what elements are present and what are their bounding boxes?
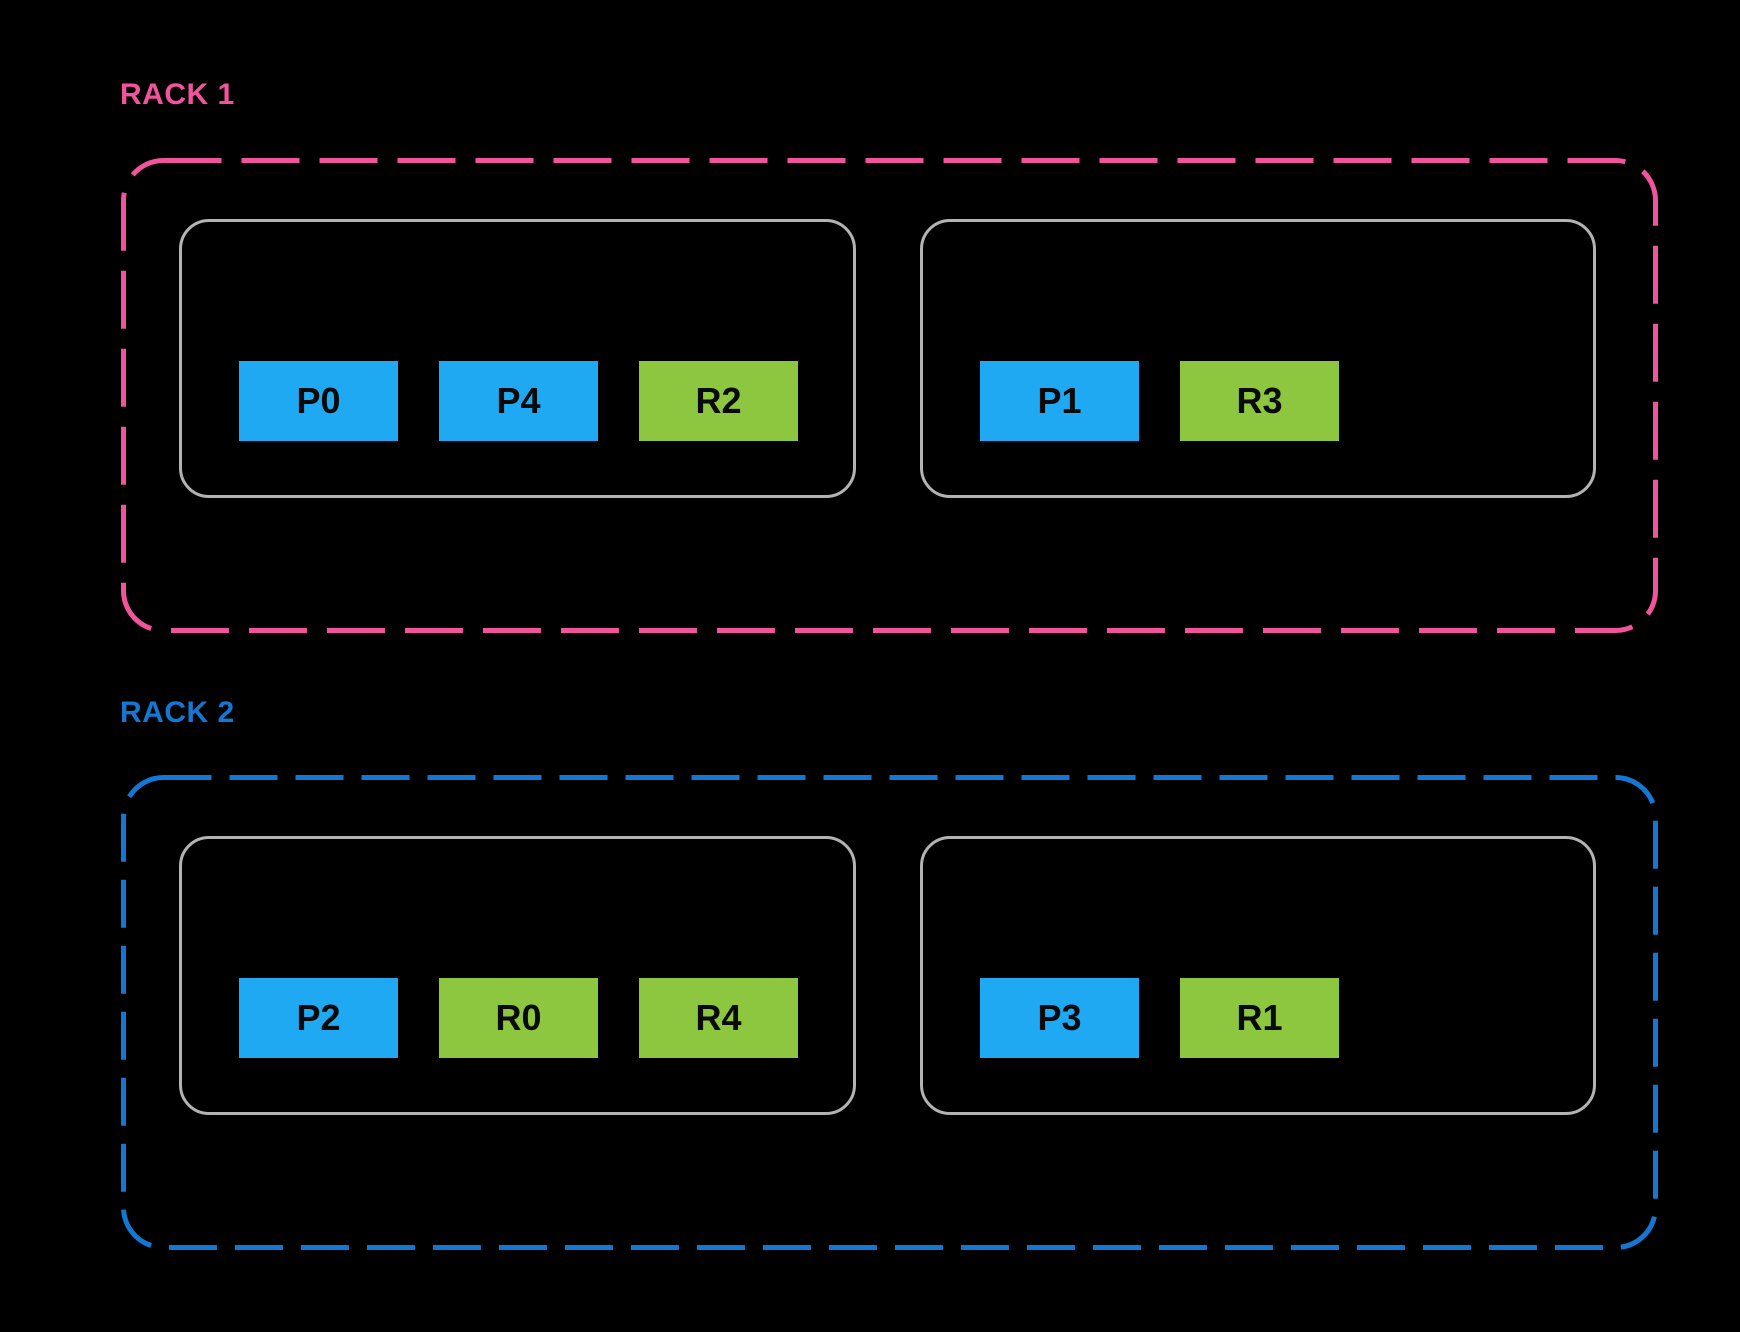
block-p3-label: P3: [1037, 997, 1082, 1038]
rack-1-node-1: P0 P4 R2: [179, 219, 856, 498]
block-r4: R4: [639, 978, 798, 1058]
rack-1-node-2-blocks: P1 R3: [980, 361, 1339, 441]
block-p1-label: P1: [1037, 380, 1082, 421]
rack-2-dashed-rect: [121, 775, 1658, 1250]
block-r1-label: R1: [1236, 997, 1283, 1038]
rack-1-node-1-blocks: P0 P4 R2: [239, 361, 798, 441]
block-r3: R3: [1180, 361, 1339, 441]
rack-2-node-2-blocks: P3 R1: [980, 978, 1339, 1058]
rack-1-dashed-rect: [121, 158, 1658, 633]
block-r4-label: R4: [695, 997, 742, 1038]
rack-2-node-1: P2 R0 R4: [179, 836, 856, 1115]
block-p0: P0: [239, 361, 398, 441]
block-r2-label: R2: [695, 380, 742, 421]
rack-2-node-2: P3 R1: [920, 836, 1596, 1115]
rack-1-dashed-border: [121, 158, 1658, 633]
block-p1: P1: [980, 361, 1139, 441]
block-p3: P3: [980, 978, 1139, 1058]
block-p4: P4: [439, 361, 598, 441]
rack-2-label: RACK 2: [120, 696, 235, 729]
rack-1-node-2: P1 R3: [920, 219, 1596, 498]
rack-2-node-1-blocks: P2 R0 R4: [239, 978, 798, 1058]
rack-2-boundary: P2 R0 R4 P3 R1: [121, 775, 1658, 1250]
block-p2: P2: [239, 978, 398, 1058]
rack-1-label: RACK 1: [120, 78, 235, 111]
rack-1-boundary: P0 P4 R2 P1 R3: [121, 158, 1658, 633]
block-r0: R0: [439, 978, 598, 1058]
block-p4-label: P4: [496, 380, 541, 421]
block-r0-label: R0: [495, 997, 542, 1038]
block-r1: R1: [1180, 978, 1339, 1058]
block-p0-label: P0: [296, 380, 341, 421]
block-r2: R2: [639, 361, 798, 441]
rack-2-dashed-border: [121, 775, 1658, 1250]
block-r3-label: R3: [1236, 380, 1283, 421]
block-p2-label: P2: [296, 997, 341, 1038]
